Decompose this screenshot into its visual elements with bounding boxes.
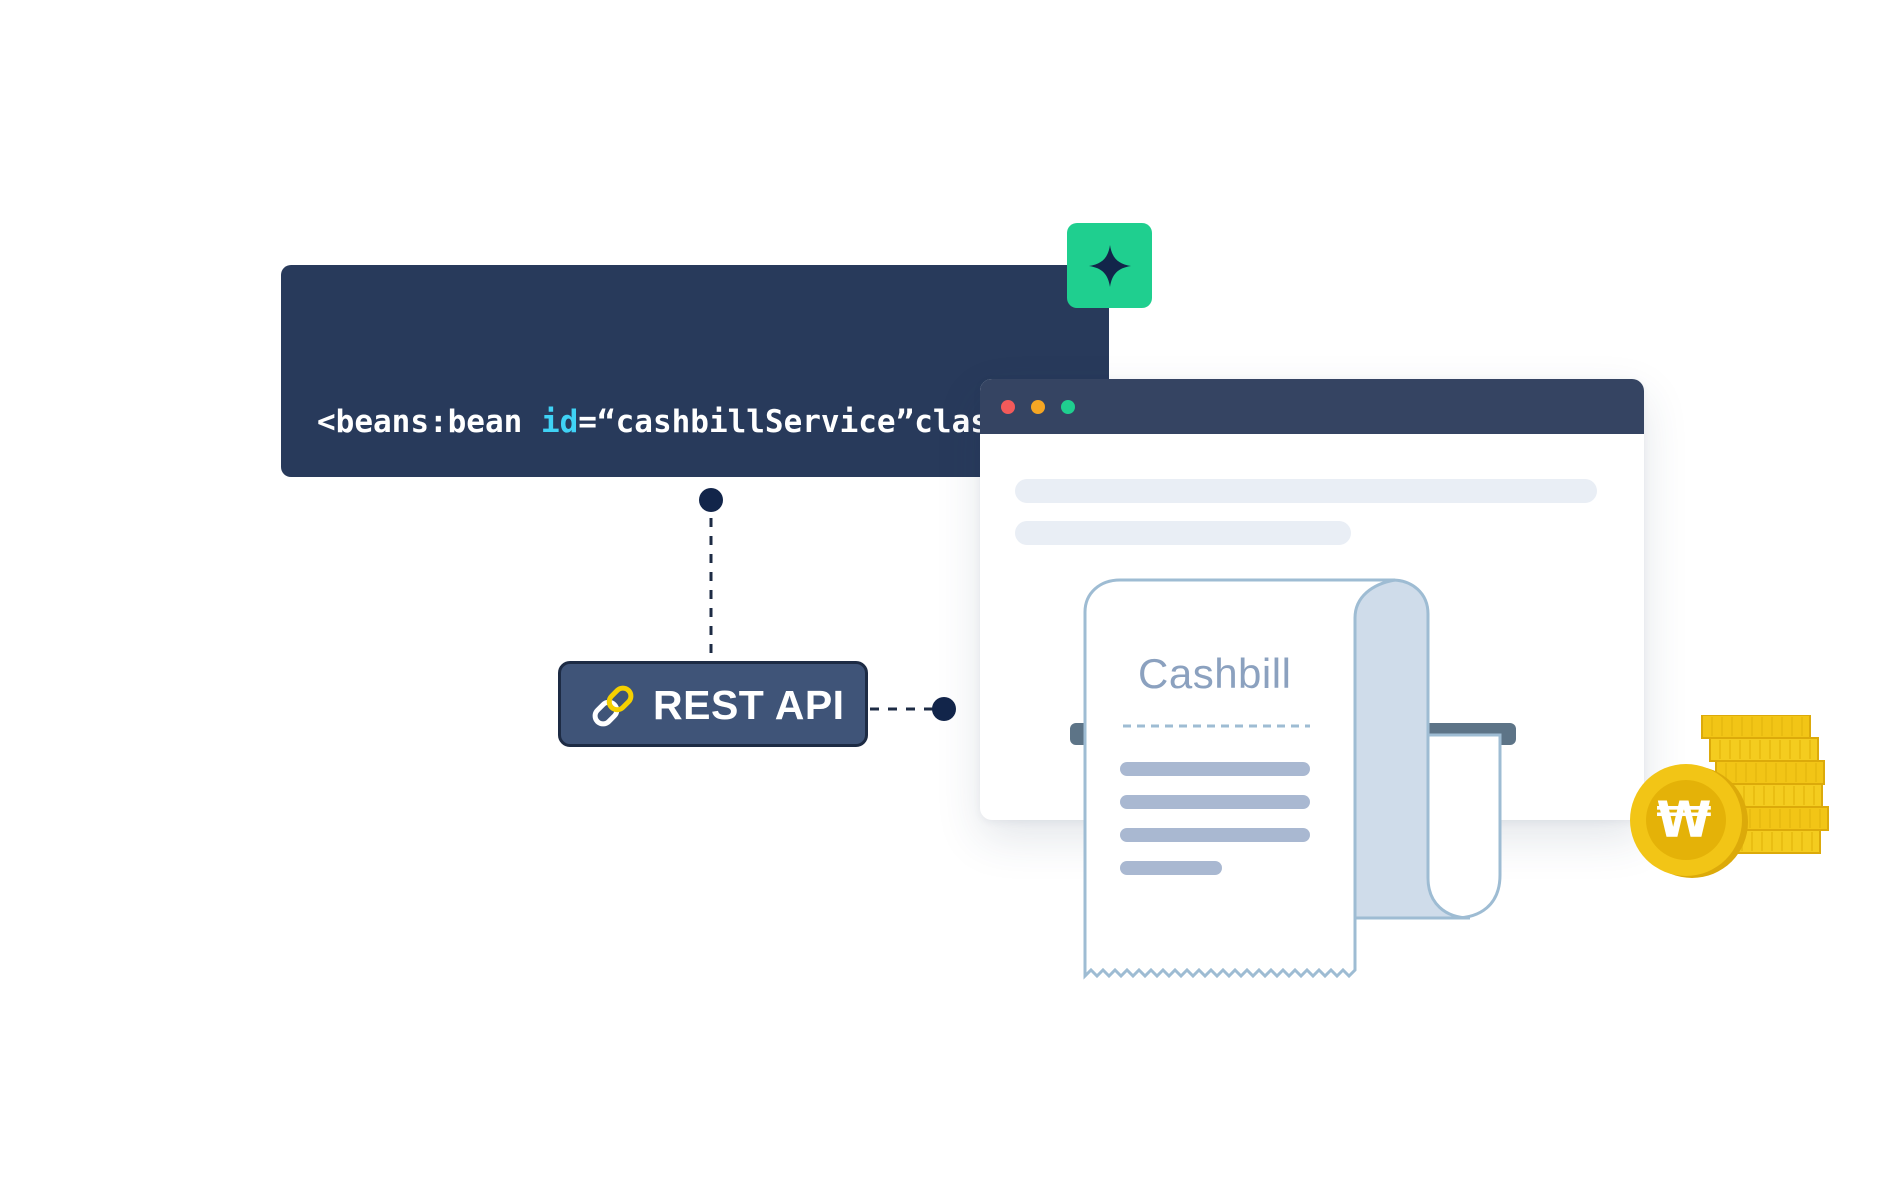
code-attribute-key: id	[540, 404, 579, 440]
code-snippet-panel: <beans:bean id=“cashbillService”class =“…	[281, 265, 1109, 728]
browser-titlebar	[980, 379, 1644, 434]
receipt-title: Cashbill	[1138, 650, 1292, 697]
browser-window	[980, 379, 1644, 820]
link-icon	[592, 685, 634, 727]
window-maximize-dot	[1061, 400, 1075, 414]
won-coin-icon: ₩	[1628, 762, 1748, 882]
code-line-2: =“com.popbill.api.cashbill.Cashbill	[317, 548, 971, 584]
code-token: =“cashbillService”class	[578, 404, 1008, 440]
window-close-dot	[1001, 400, 1015, 414]
sparkle-icon	[1088, 244, 1131, 287]
window-minimize-dot	[1031, 400, 1045, 414]
code-line-3: ServiceImp”>	[317, 692, 541, 728]
skeleton-line-1	[1015, 479, 1597, 503]
code-line-1: <beans:bean id=“cashbillService”class	[317, 398, 1008, 446]
skeleton-line-2	[1015, 521, 1351, 545]
won-symbol: ₩	[1656, 791, 1712, 849]
code-token: <beans:bean	[317, 404, 541, 440]
rest-api-badge: REST API	[558, 661, 868, 747]
rest-api-label: REST API	[653, 682, 845, 728]
ai-badge	[1067, 223, 1152, 308]
code-snippet: <beans:bean id=“cashbillService”class =“…	[317, 302, 1008, 830]
